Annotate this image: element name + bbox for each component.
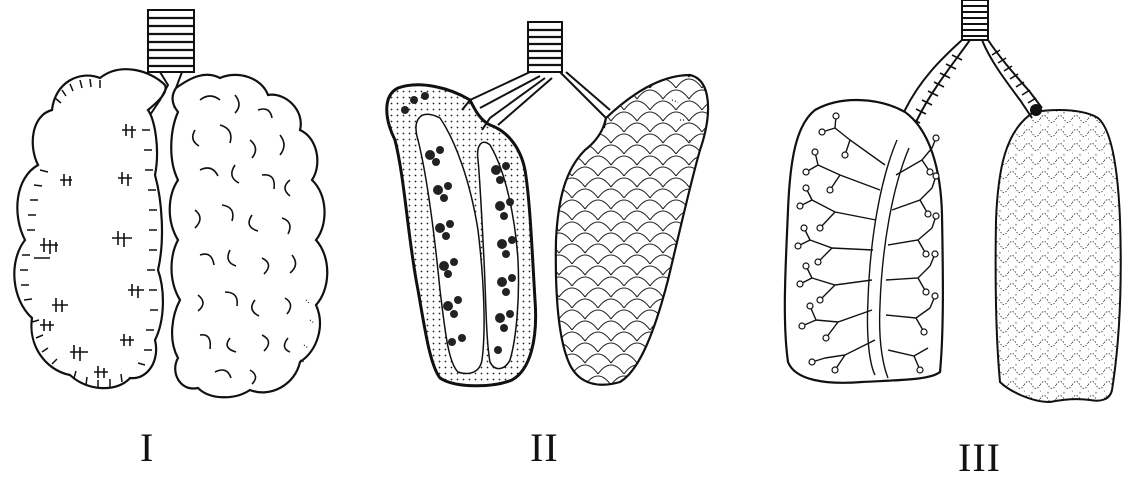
lung-type-1 — [14, 10, 327, 397]
bronchus-end-3 — [1030, 104, 1042, 116]
right-lobe-1 — [170, 75, 328, 398]
right-lobe-3 — [996, 110, 1121, 402]
label-type-1: I — [140, 428, 154, 468]
lung-type-2 — [387, 22, 708, 386]
trachea-2 — [528, 22, 562, 72]
trachea-3 — [962, 0, 988, 40]
lung-type-3 — [785, 0, 1121, 402]
label-type-3: III — [958, 438, 1001, 478]
left-lobe-1 — [14, 69, 165, 388]
trachea-1 — [148, 10, 194, 72]
label-type-2: II — [530, 428, 559, 468]
right-lobe-2 — [556, 75, 708, 385]
